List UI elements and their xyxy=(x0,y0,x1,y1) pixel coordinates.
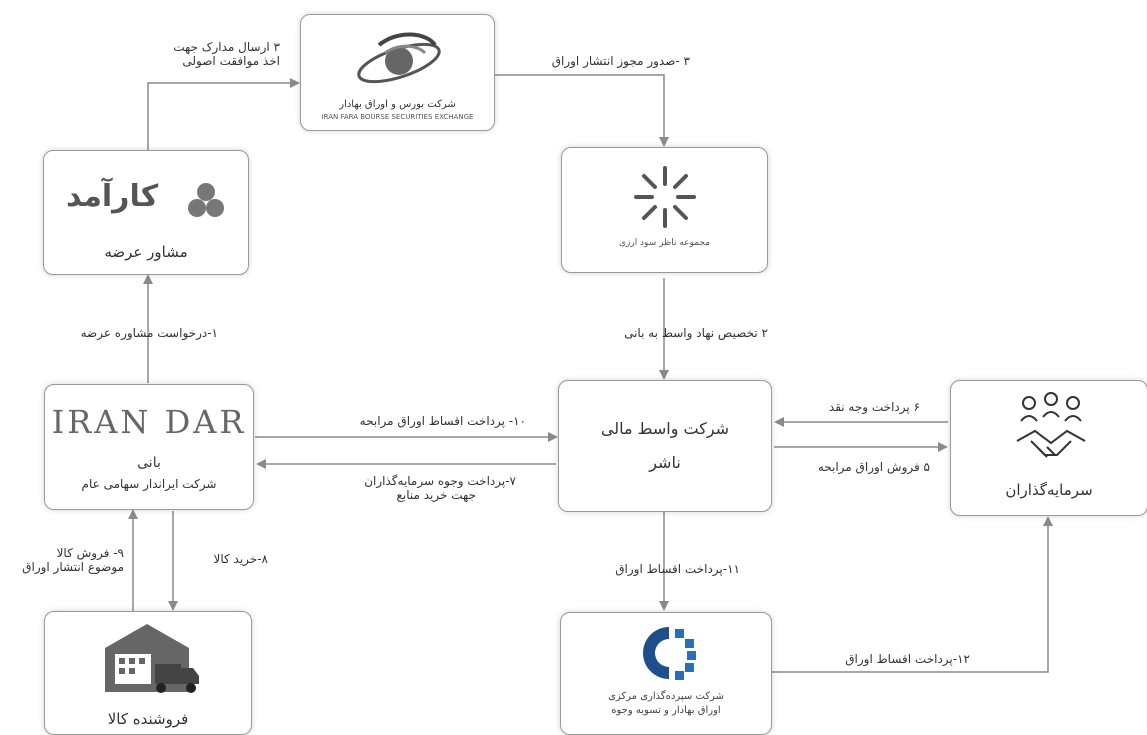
arrow-step3b xyxy=(495,74,669,147)
sebo-caption-fa: شرکت بورس و اوراق بهادار xyxy=(339,99,456,110)
depository-logo-icon xyxy=(643,627,696,680)
investors-role: سرمایه‌گذاران xyxy=(1005,481,1093,499)
depository-caption2: اوراق بهادار و تسویه وجوه xyxy=(611,705,721,716)
intermediary-line2: ناشر xyxy=(649,453,681,472)
depository-caption1: شرکت سپرده‌گذاری مرکزی xyxy=(608,691,724,702)
sebo-box: شرکت بورس و اوراق بهادار IRAN FARA BOURS… xyxy=(300,14,495,131)
irandar-company: شرکت ایراندار سهامی عام xyxy=(81,477,217,491)
irandar-box: IRAN DAR بانی شرکت ایراندار سهامی عام xyxy=(44,384,254,510)
label-step9-line2: موضوع انتشار اوراق xyxy=(22,560,124,574)
label-step9: ۹- فروش کالا موضوع انتشار اوراق xyxy=(4,546,124,574)
irandar-logo-text: IRAN DAR xyxy=(51,403,247,441)
label-step3b: ۳ -صدور مجوز انتشار اوراق xyxy=(551,54,690,68)
intermediary-box: شرکت واسط مالی ناشر xyxy=(558,380,772,512)
label-step2: ۲ تخصیص نهاد واسط به بانی xyxy=(624,326,768,340)
label-step11: ۱۱-پرداخت اقساط اوراق xyxy=(615,562,740,576)
karamad-logo-icon xyxy=(188,183,224,217)
label-step8: ۸-خرید کالا xyxy=(213,552,269,566)
karamad-logo: کارآمد xyxy=(66,179,236,219)
supervisor-box: مجموعه ناظر سود ارزی xyxy=(561,147,768,273)
label-step9-line1: ۹- فروش کالا xyxy=(56,546,124,560)
intermediary-line1: شرکت واسط مالی xyxy=(600,419,730,438)
karamad-logo-text: کارآمد xyxy=(66,179,159,214)
label-step7-line1: ۷-پرداخت وجوه سرمایه‌گذاران xyxy=(364,474,516,488)
label-step3-line1: ۳ ارسال مدارک جهت xyxy=(173,40,280,54)
seller-role: فروشنده کالا xyxy=(107,710,189,728)
depository-box: شرکت سپرده‌گذاری مرکزی اوراق بهادار و تس… xyxy=(560,612,772,735)
arrow-step3 xyxy=(147,78,300,150)
label-step12: ۱۲-پرداخت اقساط اوراق xyxy=(845,652,970,666)
karamad-box: کارآمد مشاور عرضه xyxy=(43,150,249,275)
supervisor-caption: مجموعه ناظر سود ارزی xyxy=(618,238,711,248)
sebo-caption-en: IRAN FARA BOURSE SECURITIES EXCHANGE xyxy=(321,113,474,121)
supervisor-logo-icon xyxy=(634,166,696,228)
investors-box: سرمایه‌گذاران xyxy=(950,380,1147,516)
label-step5: ۵ فروش اوراق مرابحه xyxy=(817,460,930,474)
warehouse-truck-icon xyxy=(105,624,199,693)
handshake-investors-icon xyxy=(1016,392,1086,458)
irandar-role: بانی xyxy=(137,455,161,471)
label-step10: ۱۰- پرداخت اقساط اوراق مرابحه xyxy=(359,414,526,428)
arrow-step12 xyxy=(772,516,1053,673)
label-step1: ۱-درخواست مشاوره عرضه xyxy=(80,326,218,340)
label-step7-line2: جهت خرید منابع xyxy=(396,488,476,502)
sebo-logo-icon xyxy=(357,32,441,84)
karamad-role: مشاور عرضه xyxy=(104,243,188,261)
label-step7: ۷-پرداخت وجوه سرمایه‌گذاران جهت خرید منا… xyxy=(296,474,516,502)
label-step6: ۶ پرداخت وجه نقد xyxy=(828,400,920,414)
seller-box: فروشنده کالا xyxy=(44,611,252,735)
label-step3-line2: اخذ موافقت اصولی xyxy=(182,54,280,68)
label-step3: ۳ ارسال مدارک جهت اخذ موافقت اصولی xyxy=(160,40,280,68)
